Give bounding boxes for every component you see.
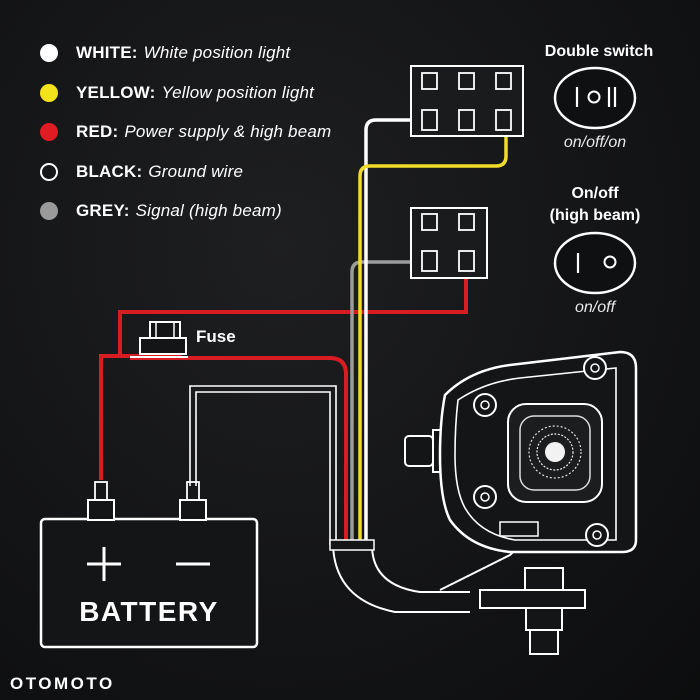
legend-item: GREY: Signal (high beam): [40, 198, 380, 224]
onoff-switch-icon: [553, 231, 637, 295]
legend-wire-description: Signal (high beam): [135, 201, 282, 220]
onoff-switch-subtitle: (high beam): [549, 207, 641, 224]
fuse-icon: [130, 321, 188, 358]
yellow-wire: [358, 120, 508, 545]
legend-color-dot-icon: [40, 44, 58, 62]
legend-wire-description: White position light: [143, 43, 291, 62]
legend-item: WHITE: White position light: [40, 40, 380, 66]
double-switch-connector: [410, 65, 524, 137]
legend-wire-name: GREY:: [76, 201, 130, 220]
legend-wire-name: BLACK:: [76, 161, 143, 181]
legend-item: BLACK:Ground wire: [40, 159, 380, 185]
battery-icon: [39, 481, 259, 649]
fuse-label: Fuse: [196, 327, 236, 346]
legend-color-dot-icon: [40, 83, 58, 102]
double-switch-mode: on/off/on: [563, 134, 627, 151]
legend-wire-name: RED:: [76, 122, 119, 141]
onoff-switch-connector: [410, 207, 488, 279]
double-switch-icon: [553, 66, 637, 130]
white-wire: [364, 118, 428, 545]
legend-color-dot-icon: [40, 123, 58, 141]
legend-wire-name: YELLOW:: [76, 82, 156, 102]
legend-color-dot-icon: [40, 202, 58, 220]
onoff-switch-mode: on/off: [574, 299, 616, 316]
red-wire-to-light: [130, 356, 348, 540]
work-light-icon: [329, 350, 638, 655]
legend-wire-description: Power supply & high beam: [124, 122, 332, 141]
grey-wire: [350, 260, 428, 545]
legend-wire-name: WHITE:: [76, 43, 138, 62]
legend-item: RED: Power supply & high beam: [40, 119, 380, 145]
black-wire: [189, 385, 337, 545]
battery-label: BATTERY: [79, 596, 219, 627]
legend-wire-description: Ground wire: [148, 161, 244, 181]
legend-item: YELLOW:Yellow position light: [40, 80, 380, 106]
double-switch-title: Double switch: [544, 43, 654, 60]
legend-wire-description: Yellow position light: [161, 82, 315, 102]
brand-logo: OTOMOTO: [10, 674, 115, 693]
legend-color-dot-icon: [40, 162, 58, 181]
onoff-switch-title: On/off: [571, 185, 619, 202]
